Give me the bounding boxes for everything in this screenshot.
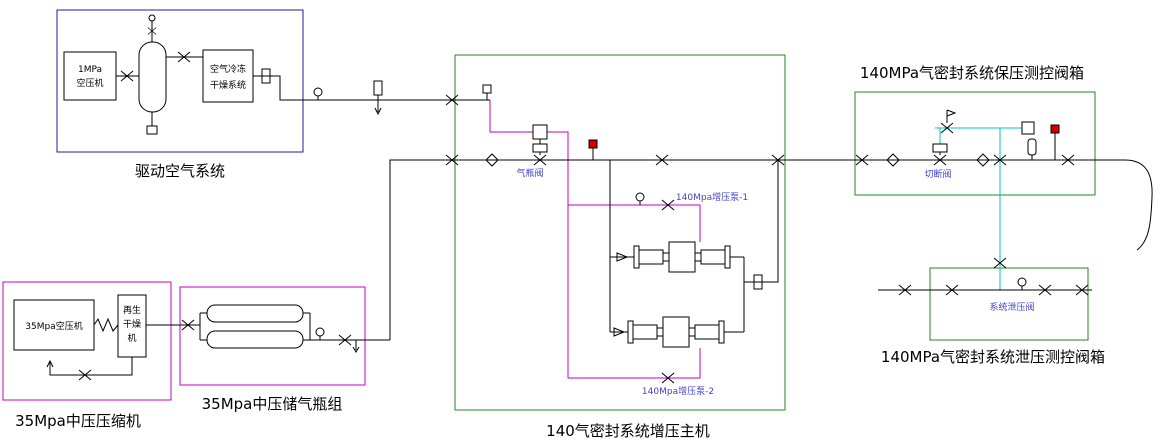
relief-box-title: 140MPa气密封系统泄压测控阀箱 (881, 348, 1105, 366)
regen-dryer-label-2: 干燥 (123, 319, 141, 330)
pump-rod (657, 327, 663, 337)
mp-storage-title: 35Mpa中压储气瓶组 (202, 395, 343, 413)
pump-cylinder (700, 249, 726, 265)
gauge-icon (148, 14, 156, 22)
black-labels: 驱动空气系统 35Mpa中压压缩机 35Mpa中压储气瓶组 140气密封系统增压… (15, 63, 1105, 440)
mp-storage-box (179, 286, 366, 386)
gauge-icon (313, 87, 323, 101)
manifold-right (303, 312, 390, 341)
drain-icon (146, 125, 158, 135)
pump-rod (695, 252, 701, 262)
main-line (389, 159, 1125, 340)
relief-valve-box (929, 267, 1089, 341)
pump-cylinder (694, 324, 720, 340)
piping-black (13, 14, 1153, 384)
air-dryer-equip (202, 49, 254, 103)
pump-rod (663, 252, 669, 262)
pressure-transmitter-icon (588, 139, 598, 149)
dryer-label-1: 空气冷冻 (210, 63, 246, 75)
pump-discharge (724, 160, 779, 333)
air-receiver-tank (138, 41, 167, 113)
regen-dryer-label-3: 机 (127, 332, 136, 344)
booster-pump-2 (627, 316, 725, 348)
vent-valve-icon (482, 84, 492, 94)
cylinder-valve-icon (532, 143, 548, 166)
pipe-run (568, 204, 701, 242)
pump-cylinder (638, 249, 664, 265)
compressor-1mpa-label-1: 1MPa (78, 65, 102, 75)
pipe-run (253, 75, 303, 101)
pump-body (668, 241, 696, 273)
pump-end-plate (627, 320, 634, 344)
blue-labels: 气瓶阀 140Mpa增压泵-1 140Mpa增压泵-2 切断阀 系统泄压阀 (516, 167, 1034, 397)
pressure-transmitter-icon (1050, 124, 1060, 134)
pipe-run (568, 348, 701, 379)
cylinder-valve-label: 气瓶阀 (516, 167, 543, 179)
cutoff-valve-icon (932, 143, 948, 166)
solenoid-icon (532, 124, 548, 140)
gas-bottle-2 (206, 330, 304, 349)
outlet-hose (1124, 159, 1153, 251)
accumulator-icon (1027, 138, 1037, 156)
mp-compressor-box (2, 281, 172, 401)
pipe-run (547, 131, 569, 378)
manifold-left (199, 312, 207, 341)
flag-marker (946, 109, 957, 123)
compressor-1mpa-label-2: 空压机 (76, 77, 103, 89)
drain-line (352, 340, 360, 353)
regulator-icon (1021, 121, 1035, 135)
drive-air-title: 驱动空气系统 (135, 162, 225, 180)
pump1-label: 140Mpa增压泵-1 (676, 191, 748, 203)
pump-end-plate (724, 245, 731, 269)
booster-pump-1 (633, 241, 731, 273)
gauge-icon (1017, 277, 1027, 291)
regen-dryer-label-1: 再生 (123, 304, 141, 316)
holding-valve-box (854, 91, 1096, 196)
pump-end-plate (718, 320, 725, 344)
compressor-35mpa-label: 35Mpa空压机 (25, 320, 82, 332)
flex-connector (93, 317, 119, 333)
control-lines (935, 127, 1022, 290)
filter-regulator-icon (373, 80, 383, 96)
relief-valve-label: 系统泄压阀 (989, 301, 1034, 313)
pump-body (662, 316, 690, 348)
gas-bottle-1 (206, 304, 304, 323)
drain-line (46, 357, 133, 376)
pipe-run (489, 100, 533, 133)
mp-compressor-title: 35Mpa中压压缩机 (15, 412, 141, 430)
dryer-label-2: 干燥系统 (210, 79, 246, 91)
holding-box-title: 140MPa气密封系统保压测控阀箱 (860, 64, 1084, 82)
pump-cylinder (632, 324, 658, 340)
drain-line (374, 95, 382, 116)
pump2-label: 140Mpa增压泵-2 (642, 385, 714, 397)
booster-main-box (454, 54, 786, 411)
drive-air-system-box (56, 9, 304, 153)
booster-main-title: 140气密封系统增压主机 (546, 422, 710, 440)
pump-end-plate (633, 245, 640, 269)
cutoff-valve-label: 切断阀 (924, 168, 951, 180)
gauge-icon (635, 192, 645, 206)
gauge-icon (315, 327, 325, 341)
compressor-1mpa-equip (63, 51, 117, 101)
air-drive-lines (489, 100, 701, 379)
pump-rod (689, 327, 695, 337)
